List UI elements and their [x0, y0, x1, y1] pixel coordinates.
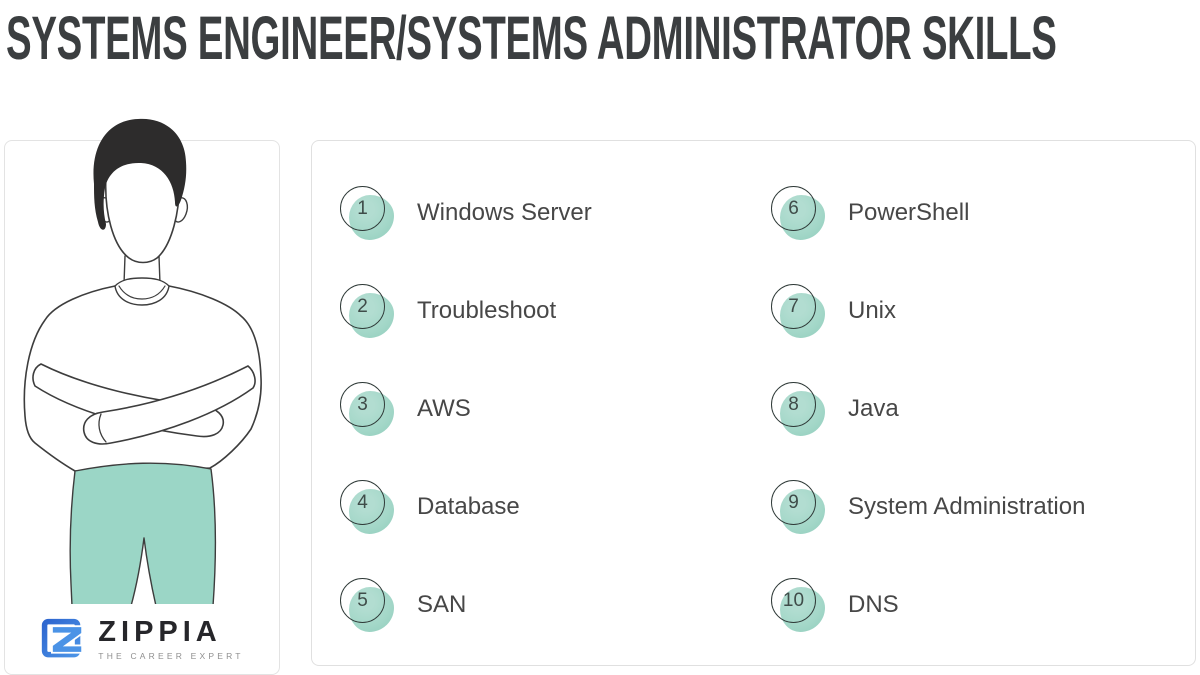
skill-label: Unix [848, 297, 897, 324]
skill-item: 7 Unix [771, 262, 1195, 360]
skill-item: 2 Troubleshoot [340, 262, 771, 360]
skill-number-badge: 7 [771, 284, 825, 338]
skill-item: 3 AWS [340, 360, 771, 458]
skill-number: 7 [771, 284, 816, 329]
brand-name: ZIPPIA [98, 615, 222, 648]
skill-item: 9 System Administration [771, 458, 1195, 556]
collar [114, 277, 170, 306]
cuff-line [98, 413, 107, 443]
skill-item: 1 Windows Server [340, 164, 771, 262]
skill-number: 10 [771, 578, 816, 623]
skill-number: 4 [340, 480, 385, 525]
skill-label: DNS [848, 591, 899, 618]
skill-label: System Administration [848, 493, 1086, 520]
skills-grid: 1 Windows Server 2 Troubleshoot 3 AWS 4 … [340, 164, 1195, 654]
skill-number-badge: 4 [340, 480, 394, 534]
neck-lines [123, 255, 161, 285]
skill-label: Database [417, 493, 520, 520]
skill-label: PowerShell [848, 199, 970, 226]
skill-number-badge: 9 [771, 480, 825, 534]
skill-number: 9 [771, 480, 816, 525]
collar-inner [118, 285, 166, 300]
skill-label: AWS [417, 395, 471, 422]
skill-number-badge: 2 [340, 284, 394, 338]
person-illustration [23, 118, 262, 607]
skill-number: 2 [340, 284, 385, 329]
skills-column-1: 1 Windows Server 2 Troubleshoot 3 AWS 4 … [340, 164, 771, 654]
right-forearm [82, 365, 256, 445]
zippia-logo-icon [42, 618, 84, 658]
skill-label: Java [848, 395, 899, 422]
skill-item: 10 DNS [771, 556, 1195, 654]
skills-column-2: 6 PowerShell 7 Unix 8 Java 9 System Admi… [771, 164, 1195, 654]
brand-tagline: THE CAREER EXPERT [98, 650, 244, 661]
logo-strip: ZIPPIA THE CAREER EXPERT [5, 604, 279, 674]
pants [69, 462, 217, 607]
skill-label: Windows Server [417, 199, 592, 226]
skill-label: SAN [417, 591, 467, 618]
skills-card: 1 Windows Server 2 Troubleshoot 3 AWS 4 … [311, 140, 1196, 666]
skill-number-badge: 3 [340, 382, 394, 436]
skill-number: 1 [340, 186, 385, 231]
skill-number-badge: 6 [771, 186, 825, 240]
hair [93, 118, 187, 230]
skill-number-badge: 1 [340, 186, 394, 240]
skill-number-badge: 10 [771, 578, 825, 632]
skill-number: 8 [771, 382, 816, 427]
page-title: SYSTEMS ENGINEER/SYSTEMS ADMINISTRATOR S… [6, 4, 1057, 72]
skill-item: 4 Database [340, 458, 771, 556]
skill-label: Troubleshoot [417, 297, 557, 324]
zippia-wordmark: ZIPPIA THE CAREER EXPERT [98, 615, 244, 661]
skill-number-badge: 5 [340, 578, 394, 632]
illustration-card: ZIPPIA THE CAREER EXPERT [4, 118, 280, 675]
skill-number: 5 [340, 578, 385, 623]
skill-item: 8 Java [771, 360, 1195, 458]
skill-item: 5 SAN [340, 556, 771, 654]
skill-number: 6 [771, 186, 816, 231]
skill-item: 6 PowerShell [771, 164, 1195, 262]
skill-number-badge: 8 [771, 382, 825, 436]
skill-number: 3 [340, 382, 385, 427]
